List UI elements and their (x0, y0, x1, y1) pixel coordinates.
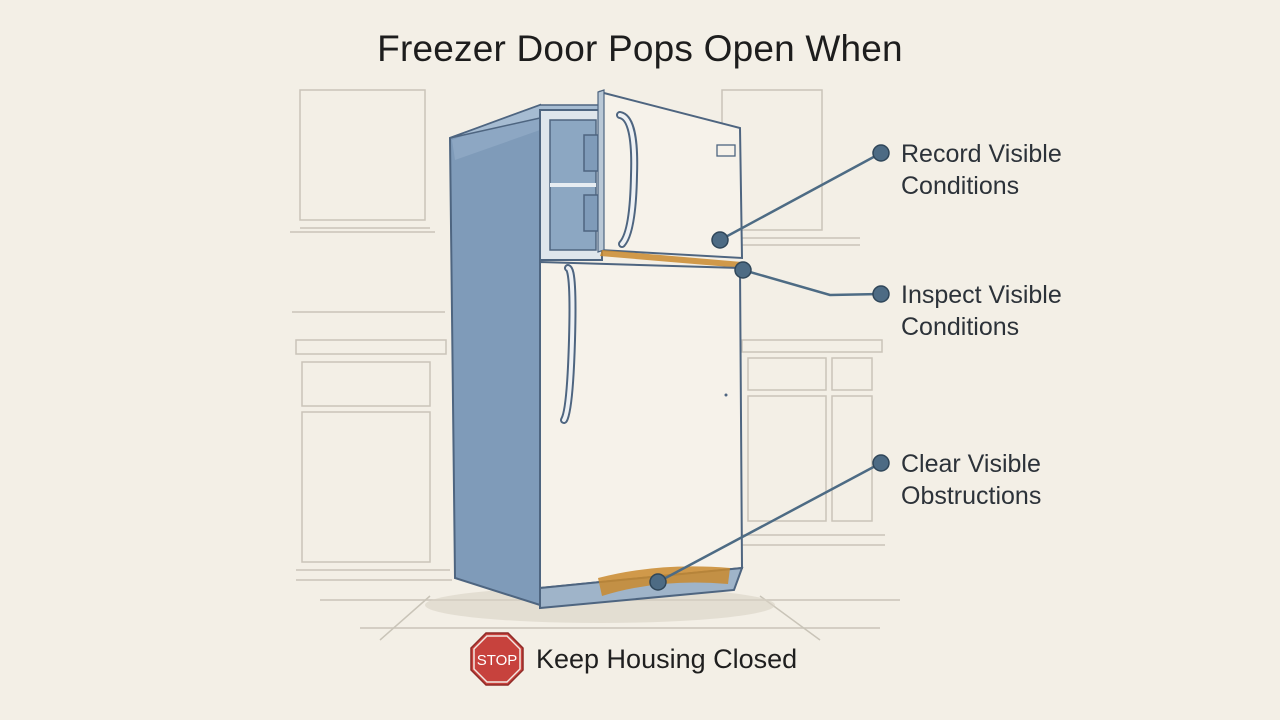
diagram-title: Freezer Door Pops Open When (377, 28, 903, 69)
freezer-door-badge (716, 144, 736, 157)
countertop-right (741, 339, 883, 353)
fridge-side-panel (448, 103, 541, 607)
callout-label-line: Obstructions (901, 482, 1042, 510)
callout-dot-1-start (711, 231, 729, 249)
callout-label-clear: Clear Visible Obstructions (901, 448, 1141, 512)
callout-dot-3-start (649, 573, 667, 591)
callout-label-inspect: Inspect Visible Conditions (901, 279, 1141, 343)
lower-cabinet-left (301, 411, 431, 563)
callout-line-3 (657, 461, 882, 584)
callout-label-line: Conditions (901, 313, 1020, 341)
callout-label-line: Record Visible (901, 140, 1062, 168)
lower-cabinet-right (747, 395, 827, 522)
footer-warning: STOP Keep Housing Closed (470, 630, 797, 688)
callout-label-line: Clear Visible (901, 450, 1041, 478)
callout-dot-2-end (872, 285, 890, 303)
drawer-right-1 (747, 357, 827, 391)
callout-dot-1-end (872, 144, 890, 162)
drawer-right-2 (831, 357, 873, 391)
callout-label-record: Record Visible Conditions (901, 138, 1141, 202)
stop-sign-icon: STOP (470, 632, 524, 686)
callout-label-line: Conditions (901, 172, 1020, 200)
freezer-door-bin-1 (583, 134, 599, 172)
freezer-gasket-highlight (600, 250, 742, 268)
callout-line-1 (719, 151, 882, 242)
countertop-left (295, 339, 447, 355)
lower-cabinet-right-2 (831, 395, 873, 522)
callout-dot-2-start (734, 261, 752, 279)
footer-label: Keep Housing Closed (536, 643, 798, 674)
stop-sign-text: STOP (477, 652, 518, 669)
freezer-door-bin-2 (583, 194, 599, 232)
callout-dot-3-end (872, 454, 890, 472)
callout-label-line: Inspect Visible (901, 281, 1062, 309)
drawer-left (301, 361, 431, 407)
upper-cabinet-left (299, 89, 426, 221)
callout-connectors (657, 151, 882, 584)
callout-line-2 (742, 268, 882, 297)
